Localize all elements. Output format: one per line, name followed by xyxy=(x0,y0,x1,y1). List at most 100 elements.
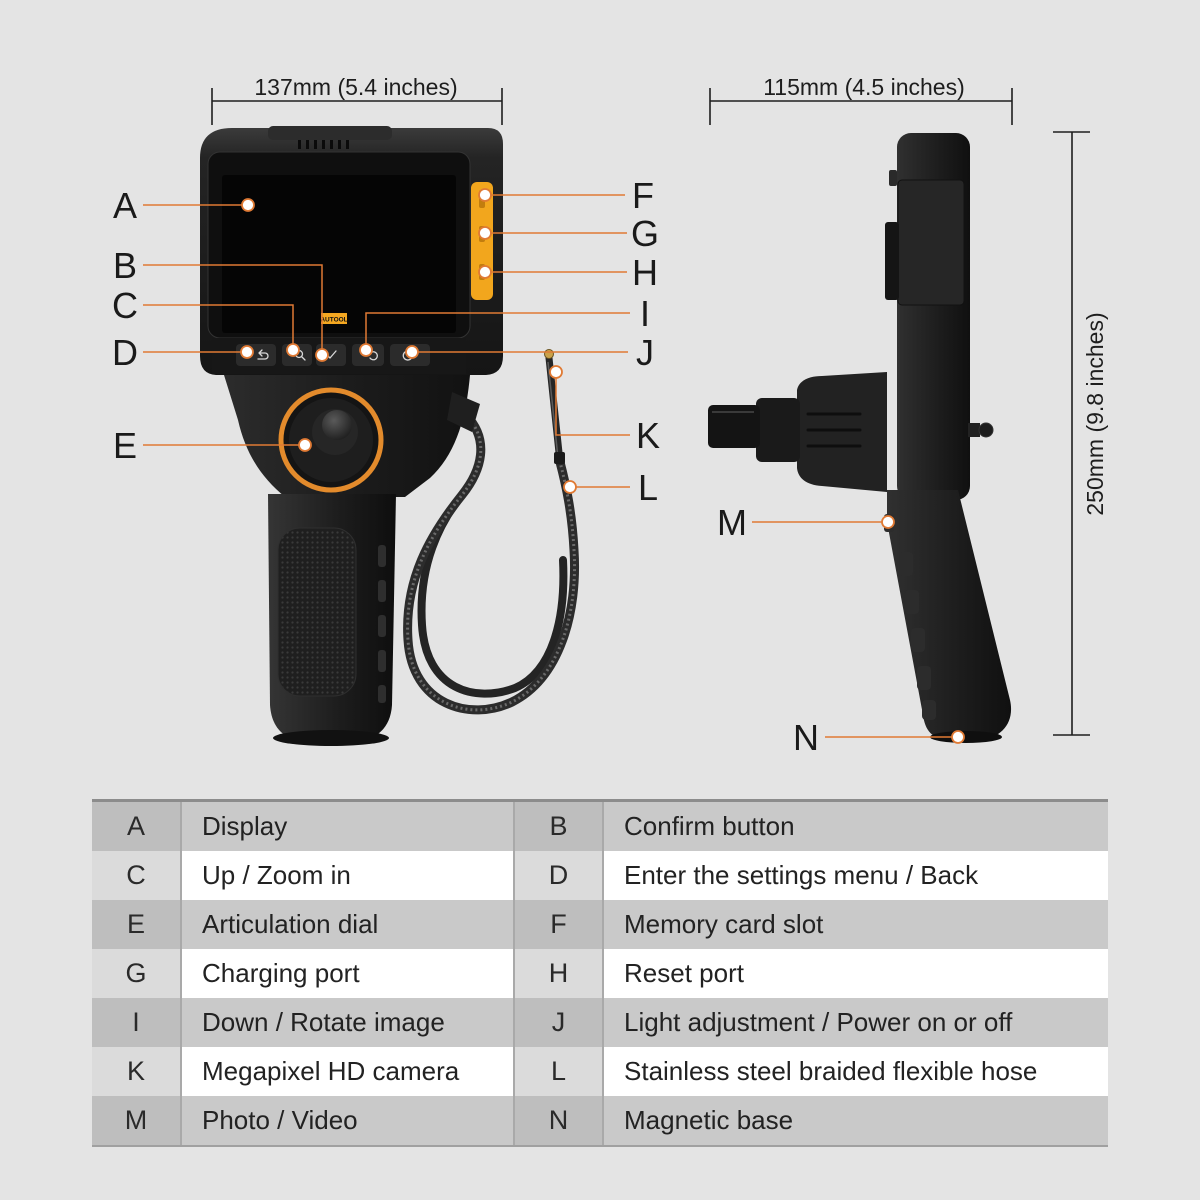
legend-description: Memory card slot xyxy=(604,900,1108,949)
callout-dot-c xyxy=(286,343,300,357)
magnetic-base xyxy=(930,731,1002,743)
legend-description: Light adjustment / Power on or off xyxy=(604,998,1108,1047)
legend-letter: B xyxy=(515,802,602,851)
legend-letter: M xyxy=(92,1096,180,1145)
callout-letter-h: H xyxy=(632,252,658,293)
legend-description: Confirm button xyxy=(604,802,1108,851)
flexible-hose-braid xyxy=(406,413,577,712)
housing-grooves xyxy=(806,412,862,448)
handle-bump xyxy=(917,666,931,690)
probe-highlight xyxy=(547,361,559,459)
callout-line-c xyxy=(143,304,294,350)
zoom-in-icon-handle xyxy=(300,355,306,361)
callout-letter-i: I xyxy=(640,293,650,334)
legend-description: Reset port xyxy=(604,949,1108,998)
table-row: A Display B Confirm button xyxy=(92,802,1108,851)
table-row: I Down / Rotate image J Light adjustment… xyxy=(92,998,1108,1047)
legend-letter: H xyxy=(515,949,602,998)
product-diagram: 137mm (5.4 inches) 115mm (4.5 inches) 25… xyxy=(112,74,1108,758)
side-knob xyxy=(978,422,994,438)
legend-letter: E xyxy=(92,900,180,949)
vent-slots xyxy=(298,140,349,149)
callout-dot-h xyxy=(478,265,492,279)
table-row: E Articulation dial F Memory card slot xyxy=(92,900,1108,949)
legend-description: Magnetic base xyxy=(604,1096,1108,1145)
legend-letter: L xyxy=(515,1047,602,1096)
legend-letter: I xyxy=(92,998,180,1047)
table-row: K Megapixel HD camera L Stainless steel … xyxy=(92,1047,1108,1096)
handle-bump xyxy=(922,700,936,720)
cable-strain-relief xyxy=(447,392,480,432)
vent-slot xyxy=(298,140,301,149)
handle-ridge xyxy=(378,545,386,567)
side-cable-housing xyxy=(797,372,887,492)
vent-slot xyxy=(314,140,317,149)
side-top-button xyxy=(889,170,897,186)
side-nose xyxy=(708,405,760,448)
flexible-hose-inner-coil xyxy=(417,491,568,698)
logo-badge xyxy=(321,313,347,324)
height-dimension: 250mm (9.8 inches) xyxy=(1053,131,1108,736)
side-knob-stem xyxy=(968,423,980,437)
callout-dot-l xyxy=(563,480,577,494)
side-handle-buttons xyxy=(884,514,936,720)
logo-text: AUTOOL xyxy=(320,317,347,324)
handle-bump xyxy=(905,590,919,614)
legend-description: Charging port xyxy=(182,949,513,998)
callout-dot-n xyxy=(951,730,965,744)
callout-letter-g: G xyxy=(631,213,659,254)
callout-letters: A B C D E F G H I J K L M N xyxy=(112,175,819,758)
camera-tip xyxy=(544,349,554,359)
callout-dot-m xyxy=(881,515,895,529)
callout-line-i xyxy=(365,312,630,350)
side-width-dimension: 115mm (4.5 inches) xyxy=(709,74,1013,125)
callout-dot-a xyxy=(241,198,255,212)
handle-bottom-cap xyxy=(273,730,389,746)
back-icon xyxy=(257,349,269,360)
legend-letter: C xyxy=(92,851,180,900)
callout-letter-b: B xyxy=(113,245,137,286)
handle-bump xyxy=(899,552,913,576)
handle-side-ridges xyxy=(378,545,386,703)
side-screen-edge xyxy=(885,222,899,300)
legend-letter: F xyxy=(515,900,602,949)
table-row: C Up / Zoom in D Enter the settings menu… xyxy=(92,851,1108,900)
callout-dot-j xyxy=(405,345,419,359)
legend-description: Articulation dial xyxy=(182,900,513,949)
callout-letter-k: K xyxy=(636,415,660,456)
table-row: G Charging port H Reset port xyxy=(92,949,1108,998)
legend-description: Megapixel HD camera xyxy=(182,1047,513,1096)
handle-bump xyxy=(911,628,925,652)
grip-texture xyxy=(277,527,357,697)
display-screen xyxy=(222,175,456,333)
callout-dots xyxy=(240,188,965,744)
handle-ridge xyxy=(378,615,386,637)
callout-line-b xyxy=(143,264,323,355)
callout-letter-l: L xyxy=(638,467,658,508)
callout-dot-f xyxy=(478,188,492,202)
joystick-cap xyxy=(322,410,352,440)
callout-letter-c: C xyxy=(112,285,138,326)
callout-letter-e: E xyxy=(113,425,137,466)
front-view-device: AUTOOL xyxy=(200,126,580,746)
callout-letter-m: M xyxy=(717,502,747,543)
side-view-device xyxy=(708,133,1012,743)
vent-slot xyxy=(346,140,349,149)
side-width-label: 115mm (4.5 inches) xyxy=(763,74,965,100)
callout-dot-b xyxy=(315,348,329,362)
side-nose-collar xyxy=(756,398,800,462)
callout-dot-k xyxy=(549,365,563,379)
handle-ridge xyxy=(378,685,386,703)
handle-ridge xyxy=(378,580,386,602)
table-row: M Photo / Video N Magnetic base xyxy=(92,1096,1108,1145)
probe-joint xyxy=(554,452,565,464)
front-width-label: 137mm (5.4 inches) xyxy=(254,74,457,100)
callout-letter-n: N xyxy=(793,717,819,758)
side-screen-panel xyxy=(897,179,965,306)
legend-description: Photo / Video xyxy=(182,1096,513,1145)
callout-letter-d: D xyxy=(112,332,138,373)
side-handle xyxy=(887,490,1012,740)
legend-letter: G xyxy=(92,949,180,998)
legend-letter: K xyxy=(92,1047,180,1096)
vent-slot xyxy=(322,140,325,149)
